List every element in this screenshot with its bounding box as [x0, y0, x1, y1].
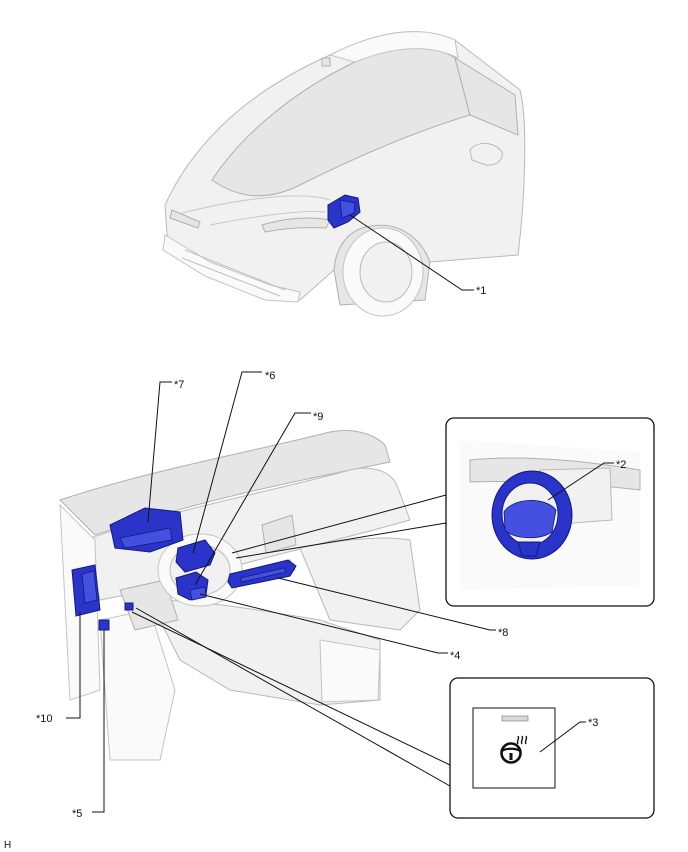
callout-label-10: *10 [36, 713, 53, 725]
leader-line-4 [199, 593, 448, 654]
component-8-passenger-bar [227, 559, 297, 589]
leader-line-2 [547, 462, 614, 501]
leader-line-5 [92, 630, 105, 813]
callout-label-6: *6 [265, 370, 275, 382]
inset-heater-switch [449, 677, 655, 819]
inset-steering-wheel [445, 417, 655, 607]
inset-2-connector-bottom [235, 522, 447, 559]
component-9-4-steering-units [175, 571, 209, 601]
leader-line-8 [277, 577, 496, 631]
callout-label-5: *5 [72, 808, 82, 820]
heated-steering-wheel-icon [500, 735, 528, 764]
inset-3-connector-bottom [135, 607, 451, 787]
leader-line-9 [194, 412, 311, 586]
callout-label-8: *8 [498, 627, 508, 639]
leader-line-1 [349, 214, 474, 291]
component-6-upper-unit [175, 539, 216, 573]
component-1-front-sensor [327, 194, 361, 229]
callout-label-2: *2 [616, 459, 626, 471]
corner-mark: H [4, 840, 11, 851]
callout-label-1: *1 [476, 285, 486, 297]
inset-2-connector-top [231, 494, 447, 554]
vehicle-exterior-illustration [162, 31, 526, 317]
callout-label-3: *3 [588, 717, 598, 729]
component-10-ecu [71, 564, 101, 617]
callout-label-7: *7 [174, 379, 184, 391]
callout-label-4: *4 [450, 650, 460, 662]
leader-line-3 [539, 721, 586, 753]
leader-line-10 [66, 612, 81, 719]
dashboard-interior-illustration [59, 430, 421, 761]
leader-line-6 [192, 371, 262, 554]
component-7-combination-meter [109, 507, 184, 553]
callout-label-9: *9 [313, 411, 323, 423]
inset-3-connector-top [131, 611, 451, 766]
leader-line-7 [147, 381, 172, 523]
component-column-connector [124, 602, 134, 611]
component-5-small-unit [98, 619, 110, 631]
